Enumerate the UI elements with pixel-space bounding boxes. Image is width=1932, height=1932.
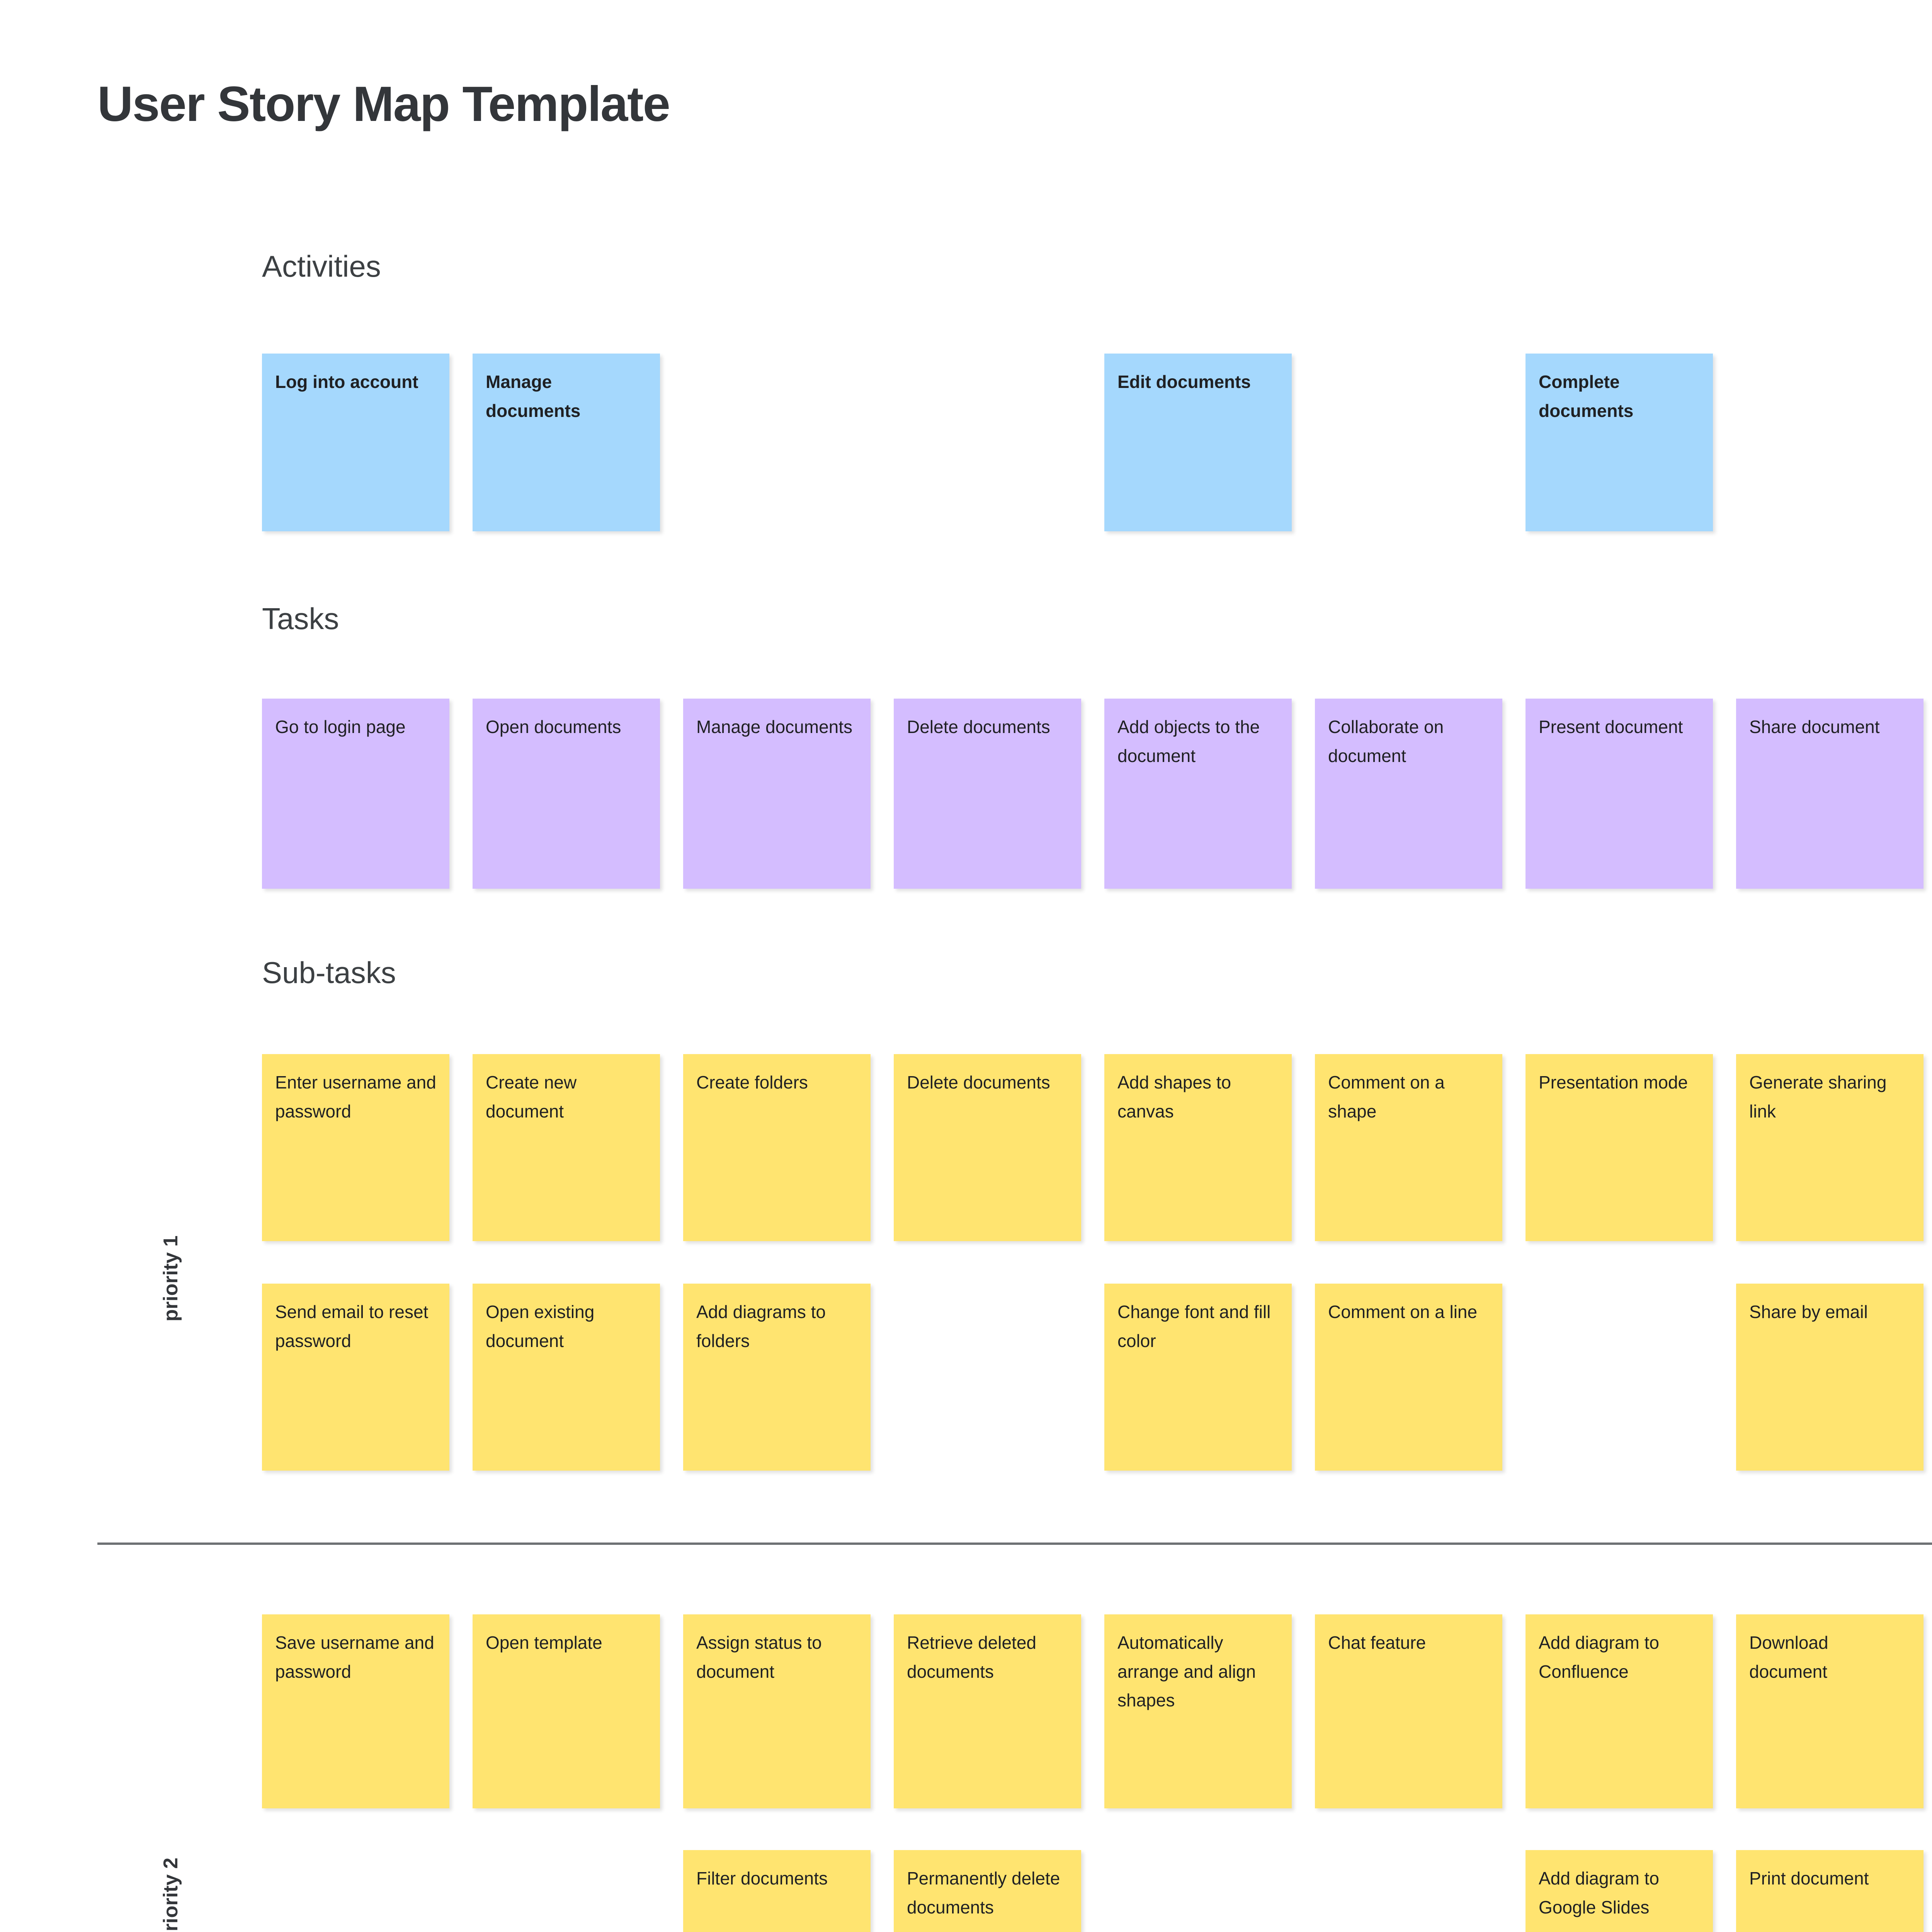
task-card[interactable]: Present document — [1526, 699, 1713, 889]
task-card[interactable]: Go to login page — [262, 699, 449, 889]
subtask-card[interactable]: Share by email — [1736, 1284, 1923, 1471]
tasks-row: Go to login page Open documents Manage d… — [262, 699, 1932, 889]
subtask-card-placeholder — [1315, 1850, 1502, 1932]
activity-card[interactable]: Complete documents — [1526, 354, 1713, 531]
priority2-row2: Filter documents Permanently delete docu… — [262, 1850, 1932, 1932]
subtask-card[interactable]: Comment on a line — [1315, 1284, 1502, 1471]
subtask-card-placeholder — [473, 1850, 660, 1932]
subtask-card[interactable]: Send email to reset password — [262, 1284, 449, 1471]
subtask-card[interactable]: Delete documents — [894, 1054, 1081, 1241]
activity-card[interactable]: Manage documents — [473, 354, 660, 531]
subtask-card-placeholder — [262, 1850, 449, 1932]
subtask-card[interactable]: Print document — [1736, 1850, 1923, 1932]
subtask-card[interactable]: Create folders — [683, 1054, 871, 1241]
subtask-card[interactable]: Retrieve deleted documents — [894, 1614, 1081, 1808]
activity-card-placeholder — [683, 354, 871, 531]
subtask-card[interactable]: Open template — [473, 1614, 660, 1808]
subtask-card-placeholder — [1526, 1284, 1713, 1471]
task-card[interactable]: Collaborate on document — [1315, 699, 1502, 889]
task-card[interactable]: Add objects to the document — [1104, 699, 1292, 889]
task-card[interactable]: Open documents — [473, 699, 660, 889]
activity-card-placeholder — [1736, 354, 1923, 531]
activities-row: Log into account Manage documents Edit d… — [262, 354, 1932, 531]
subtask-card-placeholder — [1104, 1850, 1292, 1932]
subtask-card[interactable]: Add diagrams to folders — [683, 1284, 871, 1471]
subtask-card[interactable]: Presentation mode — [1526, 1054, 1713, 1241]
activity-card[interactable]: Edit documents — [1104, 354, 1292, 531]
subtask-card[interactable]: Save username and password — [262, 1614, 449, 1808]
subtask-card[interactable]: Open existing document — [473, 1284, 660, 1471]
activity-card-placeholder — [1315, 354, 1502, 531]
page-title: User Story Map Template — [97, 77, 670, 132]
subtask-card[interactable]: Change font and fill color — [1104, 1284, 1292, 1471]
subtask-card[interactable]: Add diagram to Confluence — [1526, 1614, 1713, 1808]
subtask-card[interactable]: Comment on a shape — [1315, 1054, 1502, 1241]
subtask-card[interactable]: Enter username and password — [262, 1054, 449, 1241]
activity-card-placeholder — [894, 354, 1081, 531]
priority-1-label: priority 1 — [160, 1235, 182, 1322]
subtask-card[interactable]: Add diagram to Google Slides — [1526, 1850, 1713, 1932]
priority1-row1: Enter username and password Create new d… — [262, 1054, 1932, 1241]
subtask-card[interactable]: Filter documents — [683, 1850, 871, 1932]
subtask-card[interactable]: Automatically arrange and align shapes — [1104, 1614, 1292, 1808]
subtask-card[interactable]: Download document — [1736, 1614, 1923, 1808]
subtask-card[interactable]: Add shapes to canvas — [1104, 1054, 1292, 1241]
subtask-card[interactable]: Generate sharing link — [1736, 1054, 1923, 1241]
subtask-card[interactable]: Assign status to document — [683, 1614, 871, 1808]
priority-2-label: priority 2 — [160, 1857, 182, 1932]
task-card[interactable]: Delete documents — [894, 699, 1081, 889]
priority-divider — [97, 1543, 1932, 1545]
task-card[interactable]: Manage documents — [683, 699, 871, 889]
activity-card[interactable]: Log into account — [262, 354, 449, 531]
task-card[interactable]: Share document — [1736, 699, 1923, 889]
subtask-card[interactable]: Chat feature — [1315, 1614, 1502, 1808]
section-heading-tasks: Tasks — [262, 602, 339, 636]
subtask-card[interactable]: Create new document — [473, 1054, 660, 1241]
section-heading-subtasks: Sub-tasks — [262, 956, 396, 990]
section-heading-activities: Activities — [262, 249, 381, 283]
subtask-card[interactable]: Permanently delete documents — [894, 1850, 1081, 1932]
priority2-row1: Save username and password Open template… — [262, 1614, 1932, 1808]
priority1-row2: Send email to reset password Open existi… — [262, 1284, 1932, 1471]
subtask-card-placeholder — [894, 1284, 1081, 1471]
